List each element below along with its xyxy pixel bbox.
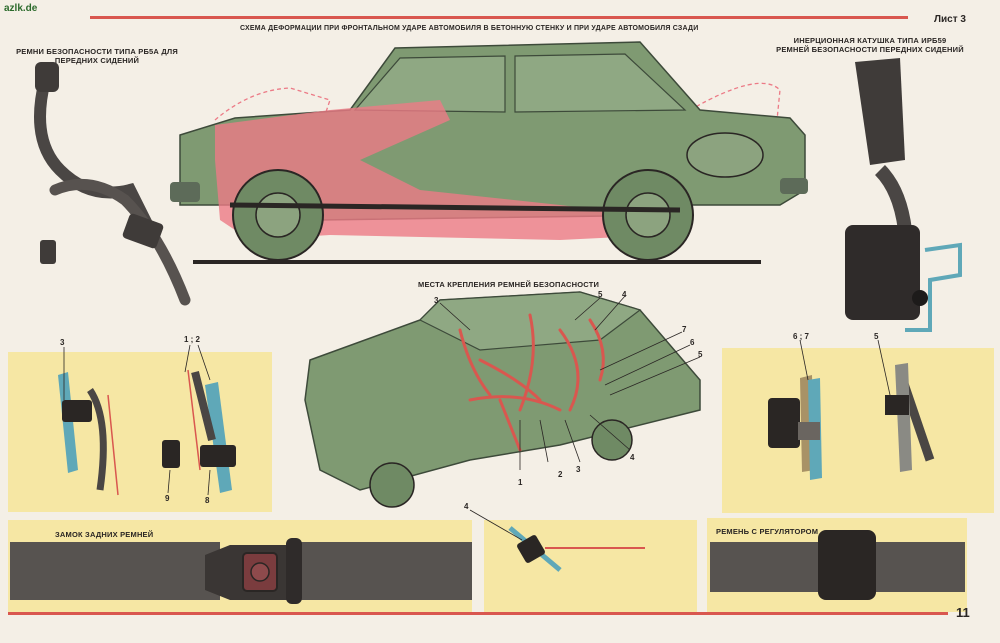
belt-type-title: РЕМНИ БЕЗОПАСНОСТИ ТИПА РБ5А ДЛЯ ПЕРЕДНИ…	[12, 47, 182, 65]
leader-8	[207, 469, 211, 496]
small-anchor	[162, 440, 180, 468]
car-callout-5b: 5	[698, 350, 703, 359]
rear-belt-loop	[286, 538, 302, 604]
right-leader-67	[799, 339, 809, 381]
reel-bracket	[855, 58, 905, 165]
ground-line	[193, 260, 761, 264]
car-callout-3b: 3	[576, 465, 581, 474]
frame-rail	[229, 202, 681, 213]
spare-wheel	[686, 132, 764, 178]
persp-leaders	[439, 295, 701, 470]
persp-belts	[458, 313, 605, 452]
car-callout-4a: 4	[622, 290, 627, 299]
belt-type-title-line1: РЕМНИ БЕЗОПАСНОСТИ ТИПА РБ5А ДЛЯ	[16, 47, 178, 56]
belt-type-title-line2: ПЕРЕДНИХ СИДЕНИЙ	[54, 56, 140, 65]
top-rule	[90, 16, 908, 19]
rear-buckle-center	[250, 562, 270, 582]
right-leader-5	[877, 339, 891, 396]
reel-bolt	[912, 290, 928, 306]
right-callout-5: 5	[874, 332, 879, 341]
front-bumper	[170, 182, 200, 202]
left-anchor-belt	[87, 388, 107, 491]
deformation-title: СХЕМА ДЕФОРМАЦИИ ПРИ ФРОНТАЛЬНОМ УДАРЕ А…	[240, 25, 699, 32]
right-anchor-nut-1	[798, 422, 820, 440]
car-callout-4b: 4	[630, 453, 635, 462]
persp-front-wheel	[369, 462, 415, 508]
belt-tongue	[40, 240, 56, 264]
left-anchor-plate	[58, 372, 78, 473]
persp-rear-wheel	[591, 419, 633, 461]
right-anchor-plate-2	[895, 363, 912, 472]
left-callout-12: 1 ; 2	[184, 335, 201, 344]
left-callout-9: 9	[165, 494, 170, 503]
belt-anchor-top	[35, 62, 59, 92]
left-callout-8: 8	[205, 496, 210, 505]
rear-belt-right	[300, 542, 472, 600]
mid-anchor-red	[187, 369, 201, 471]
right-anchor-bolt-1	[768, 398, 800, 448]
belt-strap-2	[49, 178, 191, 306]
deformation-outline	[214, 82, 781, 141]
bottom-center-callout-4: 4	[464, 502, 469, 511]
belt-buckle	[122, 213, 164, 249]
left-anchor-red	[107, 394, 119, 496]
rear-buckle-title: ЗАМОК ЗАДНИХ РЕМНЕЙ	[55, 530, 154, 539]
right-detail-panel	[722, 348, 994, 513]
car-callout-1: 1	[518, 478, 523, 487]
regulator-clip	[818, 530, 876, 600]
leader-9	[167, 469, 171, 494]
bc-anchor-bolt	[517, 535, 545, 563]
sheet-label: Лист 3	[934, 14, 966, 25]
regulator-title: РЕМЕНЬ С РЕГУЛЯТОРОМ	[716, 527, 819, 536]
car-callout-6: 6	[690, 338, 695, 347]
leader-12b	[197, 344, 211, 381]
reel-housing	[845, 225, 920, 320]
mid-anchor-bolt	[200, 445, 236, 467]
bottom-rule	[8, 612, 948, 615]
rear-wheel-hub	[625, 192, 671, 238]
left-anchor-bolt	[62, 400, 92, 422]
right-anchor-bolt-2	[885, 395, 909, 415]
bc-leader	[469, 509, 523, 541]
reel-title-line2: РЕМНЕЙ БЕЗОПАСНОСТИ ПЕРЕДНИХ СИДЕНИЙ	[776, 45, 964, 54]
rear-belt-left	[10, 542, 220, 600]
reel-mount	[905, 242, 962, 332]
reel-title-line1: ИНЕРЦИОННАЯ КАТУШКА ТИПА ИРБ59	[793, 36, 947, 45]
rear-bumper	[780, 178, 808, 194]
reel-strap	[874, 165, 912, 231]
car-callout-3a: 3	[434, 296, 439, 305]
reel-title: ИНЕРЦИОННАЯ КАТУШКА ТИПА ИРБ59 РЕМНЕЙ БЕ…	[770, 36, 970, 54]
left-callout-3: 3	[60, 338, 65, 347]
car-callout-2: 2	[558, 470, 563, 479]
car-windows	[353, 53, 687, 113]
mid-anchor-belt	[191, 371, 216, 441]
car-callout-7: 7	[682, 325, 687, 334]
leader-12a	[184, 344, 191, 373]
watermark: azlk.de	[4, 3, 38, 14]
page-number: 11	[956, 605, 970, 620]
mounting-title: МЕСТА КРЕПЛЕНИЯ РЕМНЕЙ БЕЗОПАСНОСТИ	[418, 280, 600, 289]
car-callout-5a: 5	[598, 290, 603, 299]
right-callout-67: 6 ; 7	[793, 332, 810, 341]
